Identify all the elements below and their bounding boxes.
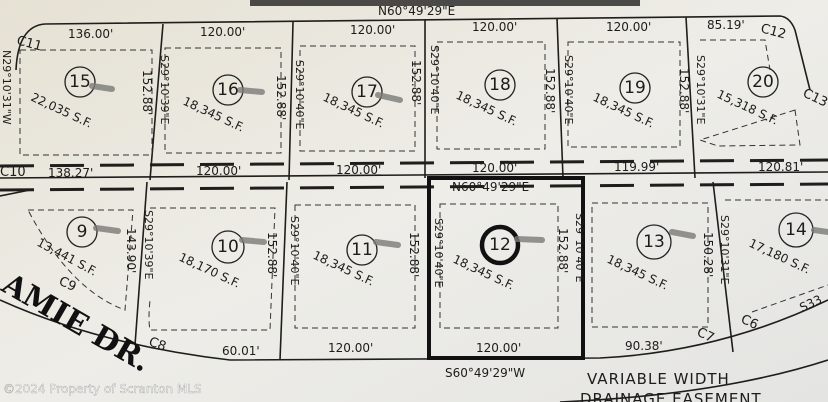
lot-number: 17 [356, 82, 378, 102]
curve-label: C9 [56, 274, 78, 295]
lot-front: 85.19' [707, 18, 745, 32]
lot-number-circle [66, 216, 98, 248]
lot-rear: 120.81' [758, 160, 803, 174]
lot-front: 120.00' [350, 23, 395, 37]
curve-label: C10 [0, 165, 26, 180]
lot-depth: 152.88' [140, 70, 154, 115]
setback-lines [19, 39, 828, 331]
lot-lines [0, 15, 828, 402]
curve-label: C8 [147, 335, 168, 355]
lot-depth: 152.88' [265, 232, 279, 277]
lot-left-bearing: S29°10'40"E [293, 60, 306, 130]
lot-number: 12 [489, 235, 511, 255]
lot-number: 9 [77, 222, 88, 242]
lot-number-circle-highlight [479, 224, 521, 266]
lot-rear: 138.27' [48, 166, 93, 180]
lot-15[interactable]: 15 22,035 S.F. 136.00' 138.27' N29°10'31… [0, 27, 154, 180]
lot-tag-mark [373, 239, 401, 248]
lot-number: 18 [489, 75, 511, 95]
curve-labels: C11 C10 C12 C13 C9 C8 C7 C6 [0, 21, 828, 354]
lot-tag-mark [237, 87, 265, 95]
lot-number: 14 [785, 220, 807, 240]
lot-depth: 152.88' [409, 60, 423, 105]
lot-number: 11 [351, 240, 373, 260]
lot-depth: 152.88' [677, 68, 691, 113]
lot-tag-mark [93, 225, 121, 234]
lot-number-circle [619, 72, 651, 104]
lot-depth: 150.28' [701, 232, 715, 277]
lot-front-bearing: S60°49'29"W [445, 366, 525, 380]
top-bearing: N60°49'29"E [378, 4, 455, 18]
lot-front: 136.00' [68, 27, 113, 41]
lot-number-circle [346, 234, 378, 266]
lot-front: 120.00' [200, 25, 245, 39]
lot-left-bearing: S29°10'40"E [432, 218, 445, 288]
lot-tag-mark [514, 236, 545, 243]
lot-number: 10 [217, 237, 239, 257]
lot-left-bearing: S29°10'31"E [718, 215, 731, 285]
lot-tag-mark [375, 92, 403, 103]
lot-depth: 152.88' [543, 68, 557, 113]
lot-number: 13 [643, 232, 665, 252]
lot-number-circle [636, 224, 672, 260]
lot-number-circle [747, 66, 779, 98]
lot-tag-mark [239, 237, 267, 245]
lot-rear: 119.99' [614, 160, 659, 174]
lot-depth: 143.90' [124, 228, 138, 273]
curve-label: C11 [15, 33, 44, 54]
lot-left-bearing: S29°10'40"E [428, 45, 441, 115]
lot-rear-bearing: N60°49'29"E [452, 180, 529, 194]
road-centerlines [0, 158, 828, 192]
lot-number-circle [351, 76, 383, 108]
lot-rear: 120.00' [336, 163, 381, 177]
highlighted-lot-12-boundary [427, 176, 585, 360]
lot-left-bearing: S29°10'31"E [694, 55, 707, 125]
lot-front: 120.00' [606, 20, 651, 34]
curve-label: C6 [738, 312, 760, 333]
lot-number-circle [64, 66, 96, 98]
lot-depth: 152.88' [407, 232, 421, 277]
lot-left-bearing: N29°10'31"W [0, 50, 13, 125]
lot-depth: 152.88' [274, 75, 288, 120]
lot-number: 15 [69, 72, 91, 92]
lot-depth: 152.88' [556, 228, 570, 273]
lot-number-circle [484, 69, 516, 101]
lot-rear: 120.00' [472, 161, 517, 175]
lot-tag-mark [811, 227, 828, 235]
lot-tag-mark [669, 229, 696, 239]
lot-left-bearing: S29°10'39"E [158, 55, 171, 125]
easement-line-2: DRAINAGE EASEMENT [580, 390, 762, 402]
lot-left-bearing: S29°10'40"E [573, 213, 586, 283]
lot-rear: 120.00' [196, 164, 241, 178]
lot-number: 19 [624, 78, 646, 98]
curve-label: C7 [694, 325, 716, 346]
lot-left-bearing: S29°10'40"E [288, 216, 301, 286]
lot-front: 120.00' [328, 341, 373, 355]
lot-front: 120.00' [476, 341, 521, 355]
lot-number: 20 [752, 72, 774, 92]
lot-front: 120.00' [472, 20, 517, 34]
lot-number-circle [211, 230, 245, 264]
lot-tag-mark [89, 83, 115, 92]
lot-front: 90.38' [625, 339, 663, 353]
lot-number: 16 [217, 80, 239, 100]
lot-left-bearing: S29°10'39"E [142, 210, 155, 280]
lot-front: 60.01' [222, 344, 260, 358]
easement-line-1: VARIABLE WIDTH [587, 370, 730, 388]
lot-left-bearing: S29°10'40"E [562, 55, 575, 125]
curve-label: C12 [759, 21, 788, 42]
watermark: ©2024 Property of Scranton MLS [3, 382, 202, 396]
top-edge-ink [250, 0, 640, 6]
